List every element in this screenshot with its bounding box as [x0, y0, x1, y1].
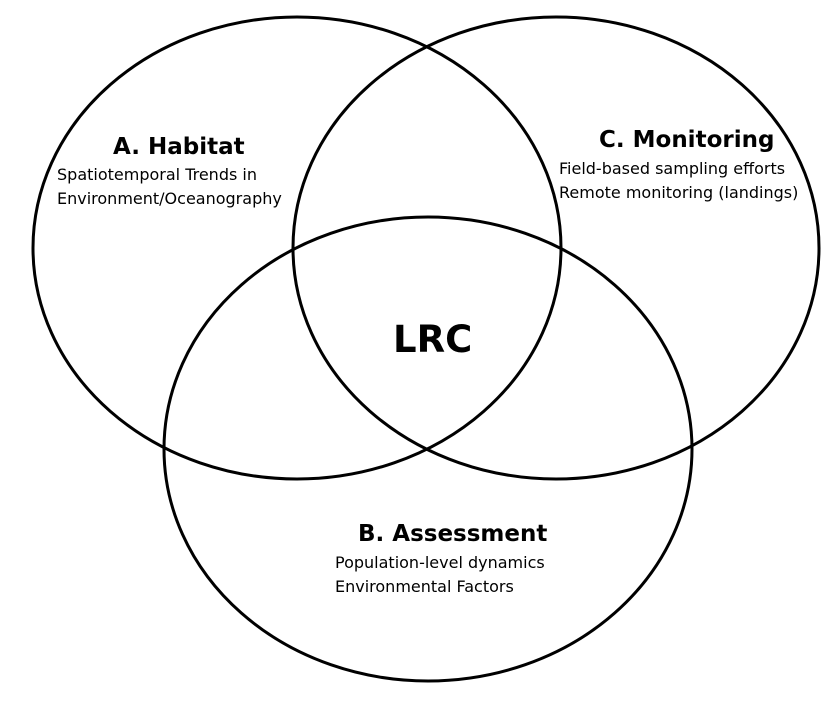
monitoring-circle: [291, 15, 821, 481]
assessment-desc-line-1: Population-level dynamics: [335, 553, 545, 572]
monitoring-title: C. Monitoring: [599, 127, 775, 153]
habitat-desc-line-2: Environment/Oceanography: [57, 189, 282, 208]
center-label: LRC: [393, 318, 473, 361]
assessment-title: B. Assessment: [358, 521, 548, 547]
monitoring-desc-line-2: Remote monitoring (landings): [559, 183, 799, 202]
monitoring-desc-line-1: Field-based sampling efforts: [559, 159, 786, 178]
assessment-desc-line-2: Environmental Factors: [335, 577, 514, 596]
habitat-title: A. Habitat: [113, 134, 245, 160]
habitat-desc-line-1: Spatiotemporal Trends in: [57, 165, 257, 184]
assessment-circle: [162, 215, 694, 683]
